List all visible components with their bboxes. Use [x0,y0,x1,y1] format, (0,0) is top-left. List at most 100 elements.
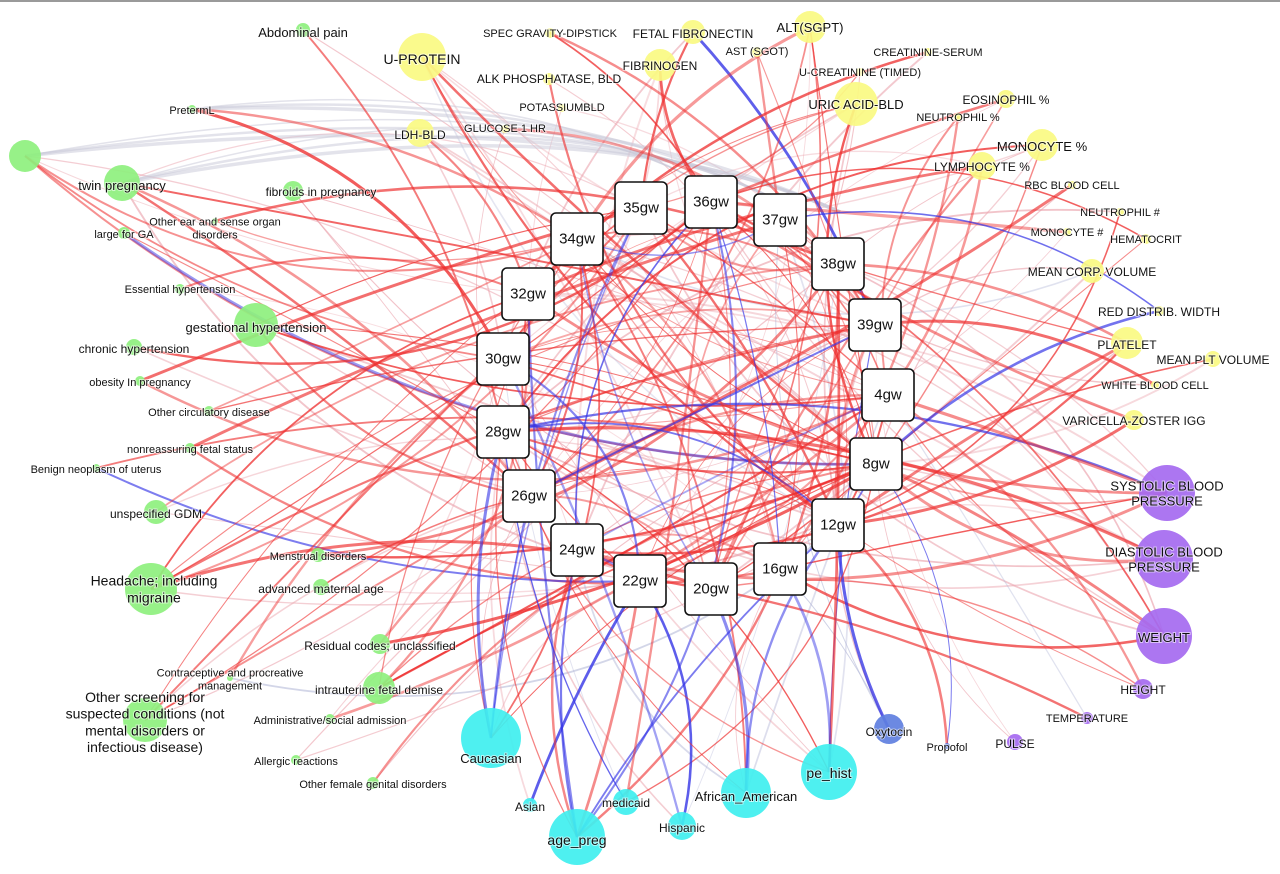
condition-node-advanced-maternal-age[interactable]: advanced maternal age [257,579,385,597]
gestational-week-node-16gw[interactable]: 16gw [753,542,807,596]
condition-node-administrative-social-admission[interactable]: Administrative/social admission [253,714,407,728]
condition-node-menstrual-disorders[interactable]: Menstrual disorders [269,548,368,564]
demographic-node-caucasian[interactable]: Caucasian [459,708,523,768]
demographic-node-asian[interactable]: Asian [514,798,546,815]
demographic-node-medicaid[interactable]: medicaid [601,789,651,815]
lab-node-neutrophil[interactable]: NEUTROPHIL # [1079,206,1162,220]
condition-node-label: Abdominal pain [258,25,348,40]
gestational-week-node-26gw[interactable]: 26gw [502,469,556,523]
condition-node-other-circulatory-disease[interactable]: Other circulatory disease [147,406,271,420]
lab-node-potassiumbld[interactable]: POTASSIUMBLD [518,101,605,115]
gestational-week-node-39gw[interactable]: 39gw [848,298,902,352]
gestational-week-node-12gw[interactable]: 12gw [811,498,865,552]
lab-node-neutrophil[interactable]: NEUTROPHIL % [915,111,1001,125]
lab-node-fetal-fibronectin[interactable]: FETAL FIBRONECTIN [632,20,754,44]
vital-node-weight[interactable]: WEIGHT [1136,608,1192,664]
lab-node-rbc-blood-cell[interactable]: RBC BLOOD CELL [1023,179,1120,193]
lab-node-glucose-1-hr[interactable]: GLUCOSE 1 HR [463,122,547,136]
positive-edge [880,116,959,396]
lab-node-platelet[interactable]: PLATELET [1096,327,1158,359]
lab-node-hematocrit[interactable]: HEMATOCRIT [1109,233,1183,247]
condition-node-intrauterine-fetal-demise[interactable]: intrauterine fetal demise [314,672,444,704]
lab-node-spec-gravity-dipstick[interactable]: SPEC GRAVITY-DIPSTICK [482,27,619,41]
demographic-node-pe-hist[interactable]: pe_hist [801,744,857,800]
demographic-node-circle [523,798,537,812]
demographic-node-age-preg[interactable]: age_preg [546,809,608,865]
demographic-node-hispanic[interactable]: Hispanic [658,812,706,840]
condition-node-benign-neoplasm-of-uterus[interactable]: Benign neoplasm of uterus [30,463,163,477]
lab-node-varicella-zoster-igg[interactable]: VARICELLA-ZOSTER IGG [1061,410,1207,430]
medication-node-propofol[interactable]: Propofol [926,741,969,755]
condition-node-fibroids-in-pregnancy[interactable]: fibroids in pregnancy [265,181,377,201]
lab-node-label: LDH-BLD [394,128,446,142]
lab-node-eosinophil[interactable]: EOSINOPHIL % [962,90,1051,108]
condition-node-residual-codes-unclassified[interactable]: Residual codes; unclassified [303,634,457,654]
lab-node-ldh-bld[interactable]: LDH-BLD [393,119,447,147]
gestational-week-node-8gw[interactable]: 8gw [849,437,903,491]
condition-node-twin-pregnancy[interactable]: twin pregnancy [77,165,167,201]
lab-node-fibrinogen[interactable]: FIBRINOGEN [622,49,698,81]
gestational-week-node-35gw[interactable]: 35gw [614,181,668,235]
lab-node-u-creatinine-timed[interactable]: U-CREATININE (TIMED) [798,66,922,80]
gestational-week-node-34gw[interactable]: 34gw [550,212,604,266]
gw-box [849,437,903,491]
gestational-week-node-28gw[interactable]: 28gw [476,405,530,459]
gw-label: 35gw [623,200,659,217]
gestational-week-node-4gw[interactable]: 4gw [861,368,915,422]
condition-node-essential-hypertension[interactable]: Essential hypertension [124,283,237,297]
condition-node-chronic-hypertension[interactable]: chronic hypertension [78,339,190,357]
gestational-week-node-38gw[interactable]: 38gw [811,237,865,291]
lab-node-alk-phosphatase-bld[interactable]: ALK PHOSPHATASE, BLD [476,71,623,87]
lab-node-monocyte[interactable]: MONOCYTE # [1030,226,1106,240]
condition-node-pregnancy-and-including-normal[interactable]: pregnancy andincluding normal [0,140,41,172]
vital-node-pulse[interactable]: PULSE [994,734,1036,752]
gestational-week-node-37gw[interactable]: 37gw [753,193,807,247]
gestational-week-node-32gw[interactable]: 32gw [501,267,555,321]
gestational-week-node-20gw[interactable]: 20gw [684,562,738,616]
condition-node-unspecified-gdm[interactable]: unspecified GDM [109,500,203,524]
condition-node-other-female-genital-disorders[interactable]: Other female genital disorders [298,777,448,792]
lab-node-circle [968,152,996,180]
medication-node-oxytocin[interactable]: Oxytocin [865,714,913,744]
positive-edge [502,358,839,526]
gestational-week-node-22gw[interactable]: 22gw [613,554,667,608]
condition-node-obesity-in-pregnancy[interactable]: obesity In pregnancy [88,376,192,390]
negative-edge [559,549,579,838]
lab-node-lymphocyte[interactable]: LYMPHOCYTE % [933,152,1031,180]
condition-node-allergic-reactions[interactable]: Allergic reactions [253,755,339,769]
gestational-week-node-30gw[interactable]: 30gw [476,332,530,386]
condition-node-abdominal-pain[interactable]: Abdominal pain [257,23,349,41]
vital-node-height[interactable]: HEIGHT [1119,679,1167,699]
gw-box [476,405,530,459]
condition-node-gestational-hypertension[interactable]: gestational hypertension [185,303,327,347]
lab-node-mean-corp-volume[interactable]: MEAN CORP. VOLUME [1027,259,1157,283]
condition-node-preterml[interactable]: PretermL [168,104,215,118]
lab-node-red-distrib-width[interactable]: RED DISTRIB. WIDTH [1097,304,1221,320]
condition-node-label: intrauterine fetal demise [315,683,443,697]
positive-edge [875,462,1165,638]
vital-node-temperature[interactable]: TEMPERATURE [1045,712,1129,726]
lab-node-alt-sgpt[interactable]: ALT(SGPT) [776,11,844,43]
lab-node-white-blood-cell[interactable]: WHITE BLOOD CELL [1100,379,1210,393]
lab-node-uric-acid-bld[interactable]: URIC ACID-BLD [807,82,905,126]
lab-node-monocyte[interactable]: MONOCYTE % [996,129,1089,161]
condition-node-large-for-ga[interactable]: large for GA [93,227,155,242]
lab-node-mean-plt-volume[interactable]: MEAN PLT VOLUME [1156,351,1270,368]
demographic-node-label: Asian [515,800,545,814]
lab-node-u-protein[interactable]: U-PROTEIN [383,33,462,81]
gestational-week-node-24gw[interactable]: 24gw [550,523,604,577]
condition-node-nonreassuring-fetal-status[interactable]: nonreassuring fetal status [126,443,254,457]
lab-node-ast-sgot[interactable]: AST (SGOT) [725,45,790,59]
condition-node-label: PretermL [169,105,214,117]
lab-node-label: EOSINOPHIL % [963,93,1050,107]
gw-box [861,368,915,422]
demographic-node-african-american[interactable]: African_American [694,768,798,818]
gestational-week-node-36gw[interactable]: 36gw [684,175,738,229]
lab-node-creatinine-serum[interactable]: CREATININE-SERUM [872,46,983,60]
